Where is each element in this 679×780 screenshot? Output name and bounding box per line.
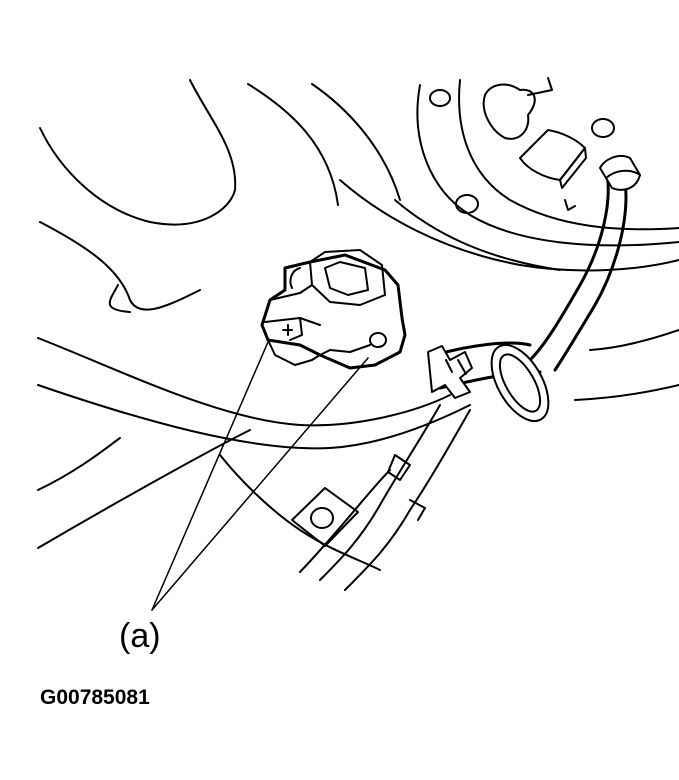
callout-leader-lines (151, 341, 369, 611)
lower-bracket (291, 404, 471, 591)
pressure-sensor (260, 249, 407, 370)
body-panel-lines (37, 79, 679, 573)
figure-id: G00785081 (40, 686, 150, 709)
vacuum-hose (427, 154, 641, 422)
upper-flange (416, 77, 679, 247)
callout-label-a: (a) (119, 617, 161, 655)
